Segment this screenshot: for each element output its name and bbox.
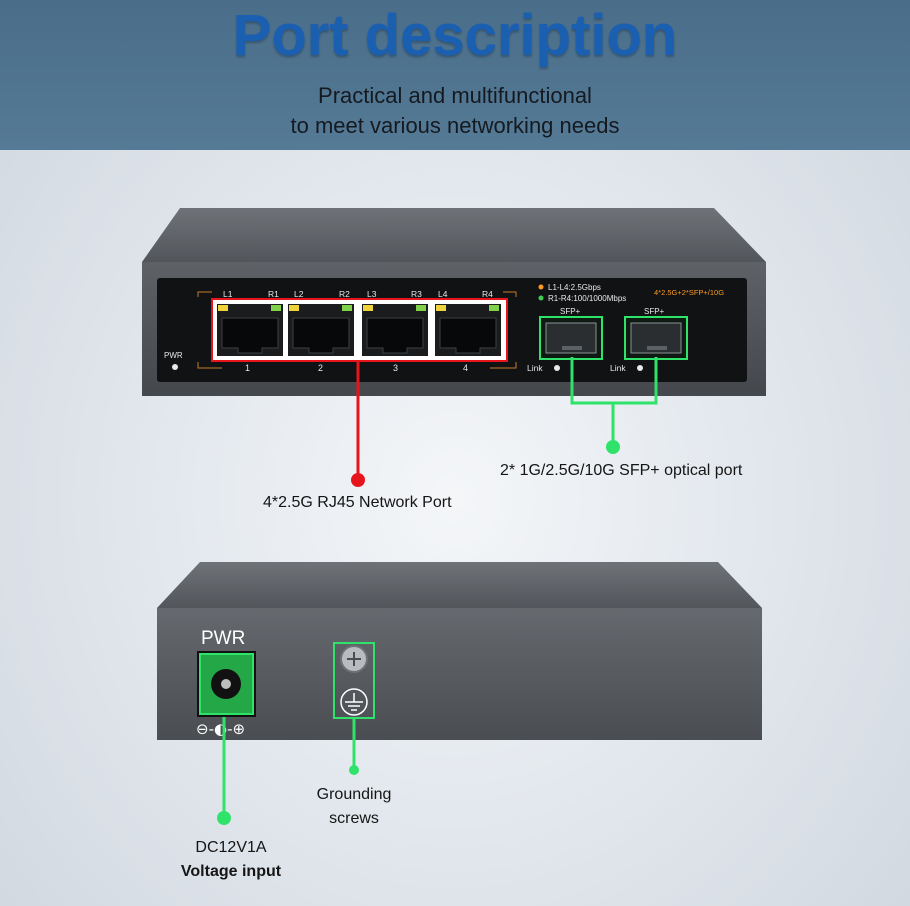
port-label-l2: L2 — [294, 289, 304, 299]
subtitle-line-1: Practical and multifunctional — [318, 83, 592, 108]
rj45-port-2 — [288, 304, 354, 356]
polarity-symbol: ⊖-◐-⊕ — [196, 720, 245, 738]
sfp-callout-dot — [606, 440, 620, 454]
port-number-1: 1 — [245, 363, 250, 373]
sfp-callout-label: 2* 1G/2.5G/10G SFP+ optical port — [500, 462, 743, 479]
sfp-callout-line — [570, 357, 658, 447]
port-number-2: 2 — [318, 363, 323, 373]
model-text: 4*2.5G+2*SFP+/10G — [654, 288, 724, 297]
link-label-1: Link — [527, 363, 543, 373]
subtitle-line-2: to meet various networking needs — [290, 113, 620, 138]
rear-pwr-label: PWR — [201, 628, 245, 649]
sfp-label-1: SFP+ — [560, 307, 581, 316]
ground-callout-dot — [349, 765, 359, 775]
rear-device: PWR ⊖-◐-⊕ — [157, 562, 762, 740]
rj45-port-3-led-right — [416, 305, 426, 311]
grounding-label-line-1: Grounding — [316, 786, 392, 803]
dc-label-line-2: Voltage input — [180, 863, 282, 880]
port-label-l4: L4 — [438, 289, 448, 299]
rj45-port-4-jack — [439, 317, 497, 354]
legend-r-text: R1-R4:100/1000Mbps — [548, 294, 626, 303]
sfp-port-2 — [624, 316, 688, 360]
front-device-top — [142, 208, 766, 262]
rj45-port-2-led-right — [342, 305, 352, 311]
rj45-port-3-led-left — [363, 305, 373, 311]
rj45-port-2-jack — [292, 317, 350, 354]
port-label-l3: L3 — [367, 289, 377, 299]
link-label-2: Link — [610, 363, 626, 373]
earth-icon — [345, 693, 363, 711]
front-device: PWR L1 R1 L2 R2 L3 R3 L4 R4 — [142, 208, 766, 396]
rj45-callout-dot — [351, 473, 365, 487]
dc-jack-pin — [221, 679, 231, 689]
link-led-2 — [637, 365, 643, 371]
sfp-port-1 — [539, 316, 603, 360]
rj45-port-4-led-left — [436, 305, 446, 311]
earth-symbol-ring — [340, 688, 368, 716]
port-label-r2: R2 — [339, 289, 350, 299]
legend-orange-led — [538, 284, 544, 290]
bracket-bottom-right — [490, 362, 517, 369]
grounding-label-line-2: screws — [329, 810, 379, 827]
rj45-port-3-jack — [366, 317, 424, 354]
port-label-l1: L1 — [223, 289, 233, 299]
sfp-port-2-latch — [647, 346, 667, 350]
header-banner — [0, 0, 910, 150]
rj45-port-1-jack — [221, 317, 279, 354]
link-led-1 — [554, 365, 560, 371]
port-label-r3: R3 — [411, 289, 422, 299]
dc-label-line-1: DC12V1A — [195, 839, 267, 856]
ground-screw-slot — [347, 652, 361, 666]
legend-green-led — [538, 295, 544, 301]
bracket-bottom-left — [197, 362, 222, 369]
front-pwr-led — [172, 364, 178, 370]
rj45-port-4 — [435, 304, 501, 356]
rj45-port-1 — [217, 304, 283, 356]
port-label-r1: R1 — [268, 289, 279, 299]
page-title: Port description — [232, 3, 678, 68]
rear-device-body — [157, 608, 762, 740]
rj45-callout-label: 4*2.5G RJ45 Network Port — [263, 494, 452, 511]
port-number-3: 3 — [393, 363, 398, 373]
rj45-port-2-led-left — [289, 305, 299, 311]
bracket-top-right — [503, 291, 517, 297]
rear-device-top — [157, 562, 762, 608]
bracket-top-left — [197, 291, 212, 297]
legend-l-text: L1-L4:2.5Gbps — [548, 283, 601, 292]
front-pwr-label: PWR — [164, 351, 183, 360]
rj45-port-1-led-left — [218, 305, 228, 311]
rj45-port-4-led-right — [489, 305, 499, 311]
rj45-port-1-led-right — [271, 305, 281, 311]
port-number-4: 4 — [463, 363, 468, 373]
dc-callout-dot — [217, 811, 231, 825]
sfp-label-2: SFP+ — [644, 307, 665, 316]
port-label-r4: R4 — [482, 289, 493, 299]
sfp-port-1-latch — [562, 346, 582, 350]
rj45-port-3 — [362, 304, 428, 356]
